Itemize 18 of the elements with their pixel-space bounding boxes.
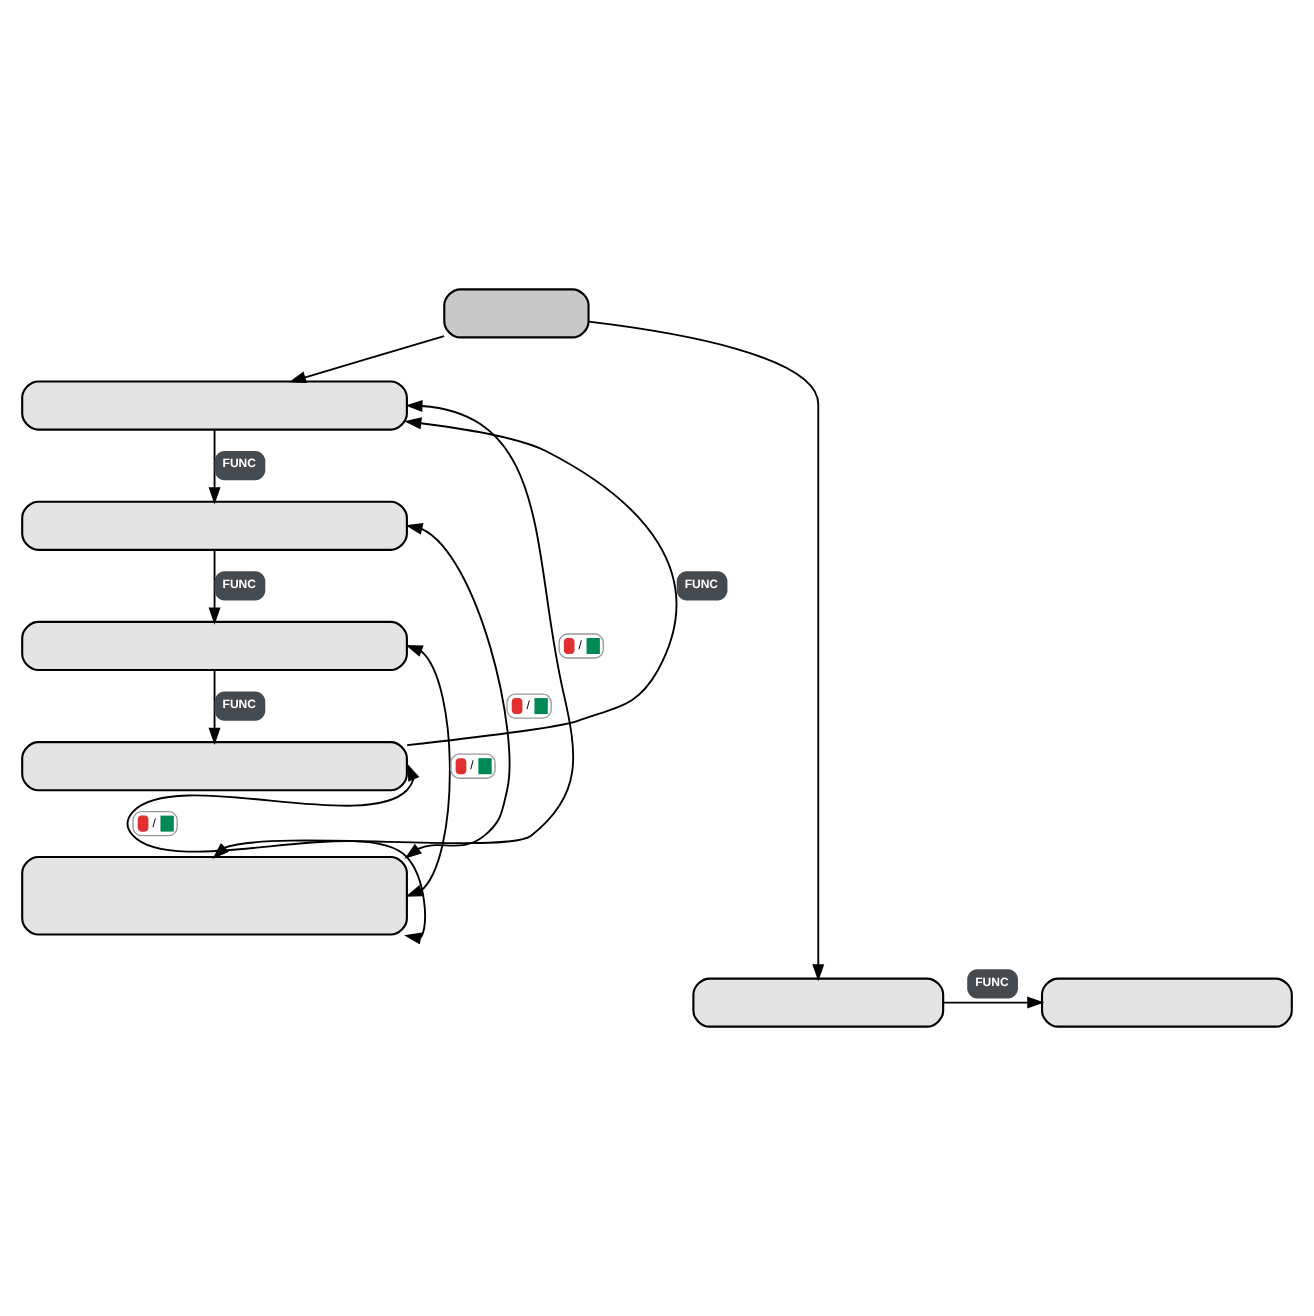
arrow: [404, 417, 678, 747]
arrow: [126, 763, 427, 945]
node-box: [21, 741, 408, 792]
node-box: [443, 288, 590, 339]
node-box: [21, 855, 408, 936]
node-box: [692, 977, 945, 1028]
node-box: [21, 500, 408, 551]
arrow: [404, 523, 511, 859]
arrow: [587, 320, 825, 982]
arrow: [208, 429, 221, 505]
arrow: [288, 335, 446, 384]
node-box: [21, 620, 408, 672]
arrow: [405, 644, 451, 897]
arrow: [208, 549, 221, 625]
node-box: [21, 380, 408, 431]
arrow: [208, 669, 221, 745]
node-box: [1040, 977, 1293, 1028]
arrow: [942, 996, 1045, 1009]
